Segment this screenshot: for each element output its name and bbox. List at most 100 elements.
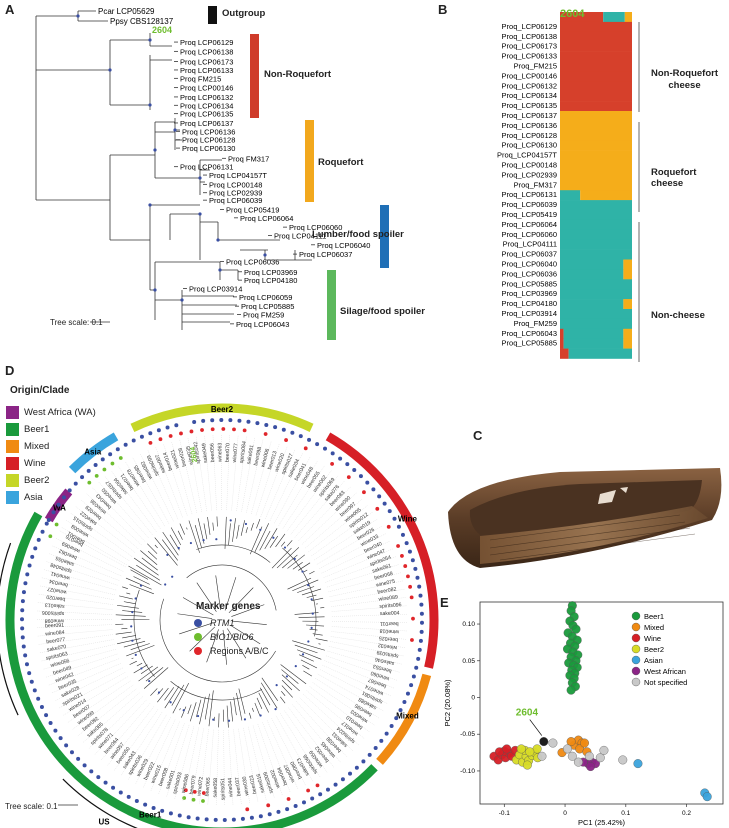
ancestry-bar-red: [560, 91, 632, 102]
region-abc-dot: [396, 544, 400, 548]
leaf-guide: [284, 710, 328, 773]
structure-row-label: Proq_LCP06040: [502, 260, 557, 269]
legend-label: Mixed: [24, 441, 50, 452]
leaf-label: sake046: [374, 656, 395, 667]
structure-row-label: Proq_LCP06060: [502, 230, 557, 239]
leaf-guide: [257, 723, 283, 795]
marker-label: RTM1: [210, 618, 235, 628]
pca-point-not-specified: [595, 753, 605, 763]
leaf-guide: [331, 597, 406, 607]
bio1-bio6-dot: [191, 797, 196, 802]
tree-branch: [203, 523, 208, 540]
tree-node-arc: [133, 589, 155, 677]
marker-label: Regions A/B/C: [210, 646, 269, 656]
rtm1-dot: [134, 798, 139, 803]
rtm1-dot: [126, 794, 131, 799]
taxon-label: Proq LCP06037: [299, 250, 352, 259]
pca-point-not-specified: [618, 755, 628, 765]
taxon-label: Proq LCP06135: [180, 110, 233, 119]
pca-point-asian: [633, 759, 643, 769]
bio1-bio6-dot: [94, 473, 99, 478]
structure-row-label: Proq_LCP03914: [502, 309, 557, 318]
rtm1-dot: [100, 457, 105, 462]
taxon-label: Proq LCP05419: [226, 205, 279, 214]
rtm1-dot: [213, 817, 218, 822]
rtm1-dot: [382, 501, 387, 506]
leaf-label: spirits006: [42, 609, 65, 616]
structure-row-label: Proq_LCP06036: [502, 269, 557, 278]
leaf-guide: [135, 717, 171, 784]
tree-branch: [282, 554, 298, 569]
y-tick-label: 0.05: [462, 658, 475, 665]
leaf-label: beer077: [46, 637, 66, 645]
taxon-label: Proq LCP04180: [244, 276, 297, 285]
structure-row-label: Proq_FM317: [514, 180, 557, 189]
taxon-label: Proq LCP06136: [182, 127, 235, 136]
bootstrap-dot: [293, 557, 296, 561]
leaf-guide: [326, 564, 399, 588]
bio1-bio6-dot: [110, 461, 115, 466]
ancestry-bar-orange: [623, 328, 632, 339]
rtm1-dot: [39, 705, 44, 710]
ancestry-bar-teal: [560, 200, 632, 211]
rtm1-dot: [201, 418, 206, 423]
leaf-label: sake001: [165, 769, 177, 790]
rtm1-dot: [293, 803, 298, 808]
ancestry-bar-orange: [560, 120, 632, 132]
tree-branch: [224, 577, 237, 611]
ancestry-bar-orange: [624, 12, 632, 23]
rtm1-dot: [267, 812, 272, 817]
leaf-guide: [196, 436, 207, 512]
pca-point-beer2: [522, 760, 532, 770]
leaf-guide: [104, 476, 153, 535]
legend-label: Beer2: [24, 475, 50, 486]
rtm1-dot: [333, 782, 338, 787]
tree-branch: [189, 702, 197, 722]
rtm1-dot: [258, 814, 263, 819]
pca-point-not-specified: [567, 751, 577, 761]
panel-d-circular-tree: Beer2AsiaWAWineMixedBeer1BritainUSBelgiu…: [0, 403, 439, 828]
pca-legend-label: Wine: [644, 634, 661, 643]
leaf-guide: [199, 729, 209, 804]
leaf-guide: [308, 505, 368, 553]
rtm1-dot: [20, 617, 25, 622]
tree-branch: [212, 522, 214, 531]
tree-branch: [123, 601, 136, 605]
bootstrap-dot: [196, 714, 200, 718]
legend-swatch: [6, 406, 19, 419]
rtm1-dot: [108, 452, 113, 457]
leaf-guide: [94, 699, 147, 755]
bootstrap-dot: [215, 538, 218, 541]
rtm1-dot: [301, 800, 306, 805]
leaf-guide: [262, 722, 291, 793]
x-tick-label: 0.1: [621, 810, 630, 817]
bootstrap-dot: [198, 176, 202, 180]
pca-legend-marker: [631, 655, 641, 665]
tree-branch: [228, 587, 254, 614]
arc-mixed: [376, 673, 432, 765]
structure-row-label: Proq_LCP06037: [502, 250, 557, 259]
tree-branch: [130, 643, 150, 650]
leaf-label: sake070: [46, 644, 66, 653]
region-abc-dot: [303, 446, 308, 451]
rtm1-dot: [151, 805, 156, 810]
region-abc-dot: [284, 438, 288, 442]
tree-branch: [206, 629, 219, 663]
tree-branch: [131, 657, 134, 660]
tree-branch: [256, 697, 263, 709]
ancestry-bar-orange: [560, 140, 632, 151]
region-abc-dot: [168, 434, 173, 438]
taxon-label: Proq LCP06137: [180, 119, 233, 128]
tree-branch: [245, 527, 248, 534]
leaf-label: wine098: [45, 617, 64, 623]
rtm1-dot: [174, 423, 179, 428]
bootstrap-dot: [169, 701, 172, 704]
tree-branch: [162, 531, 179, 556]
leaf-guide: [111, 471, 157, 532]
legend-item: Wine: [6, 455, 96, 472]
rtm1-dot: [23, 581, 28, 586]
tree-branch: [123, 640, 146, 648]
leaf-guide: [327, 650, 400, 673]
structure-2604-label: 2604: [560, 8, 585, 20]
